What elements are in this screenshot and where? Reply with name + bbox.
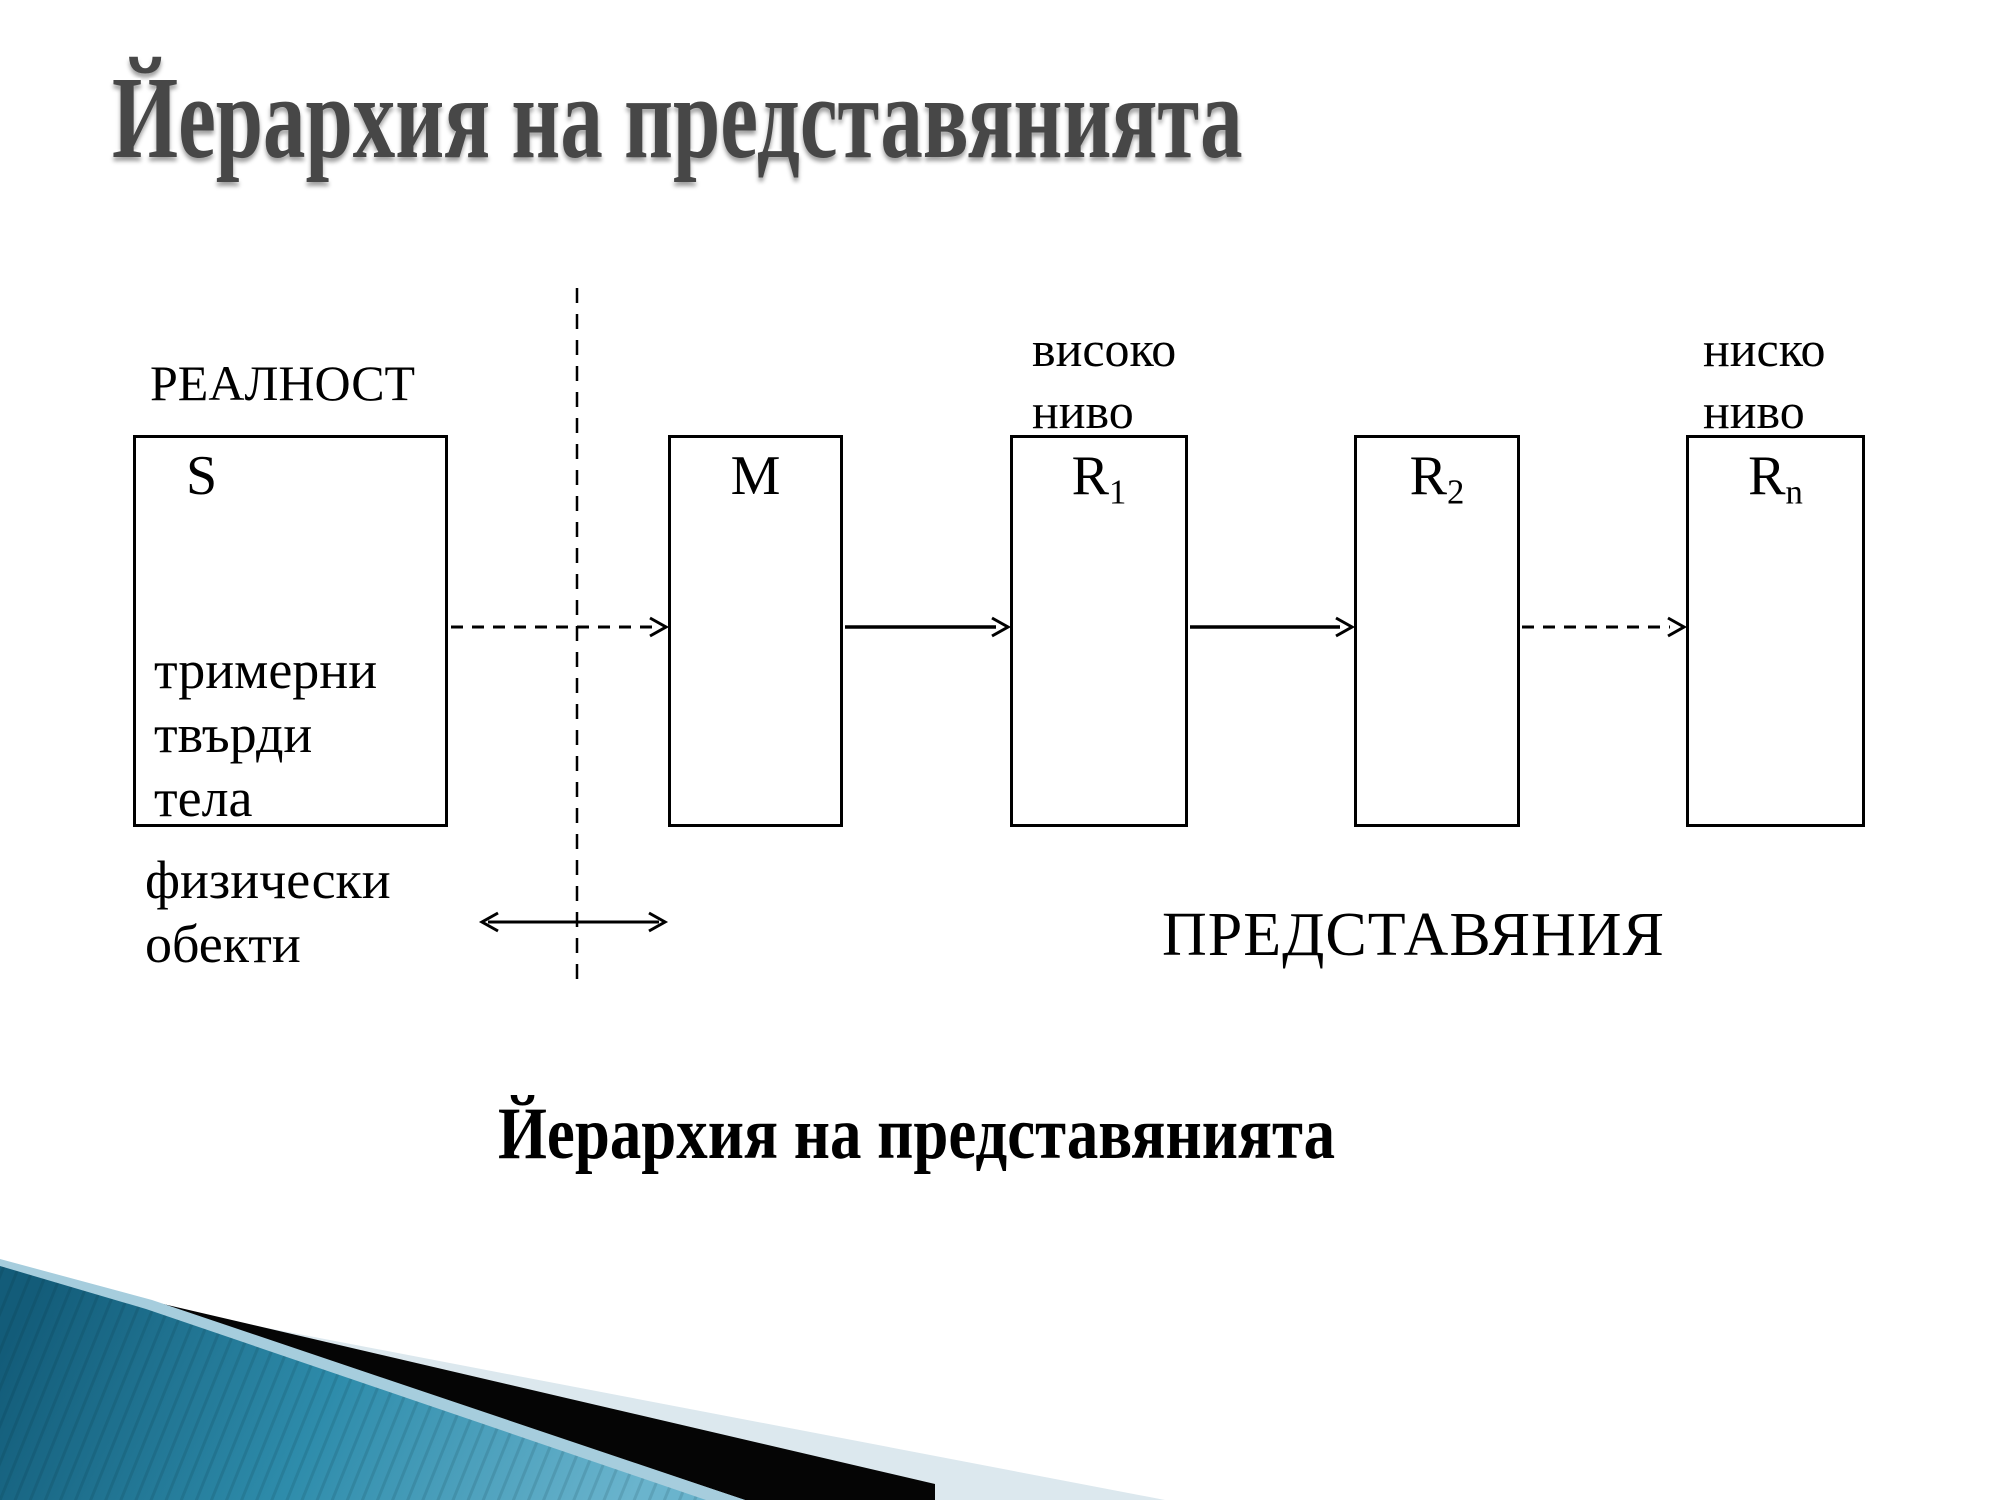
slide-title: Йерархия на представянията	[112, 52, 1243, 183]
arrow-m-to-r1	[845, 616, 1012, 638]
box-s-label: S	[186, 445, 218, 507]
arrow-r2-to-rn	[1522, 616, 1688, 638]
box-r1-letter: R	[1071, 445, 1109, 507]
high-level-label: високо ниво	[1032, 318, 1176, 442]
physical-objects-label: физически обекти	[145, 848, 391, 976]
low-level-line1: ниско	[1703, 321, 1826, 377]
box-r1-subscript: 1	[1109, 472, 1127, 512]
box-m: M	[668, 435, 843, 827]
arrowhead-icon	[1335, 616, 1356, 638]
representations-label: ПРЕДСТАВЯНИЯ	[1162, 901, 1665, 969]
arrow-r1-to-r2	[1190, 616, 1356, 638]
exchange-double-arrow	[478, 911, 669, 933]
corner-decoration	[0, 1259, 1165, 1500]
high-level-line1: високо	[1032, 321, 1177, 377]
box-s-body-line1: тримерни	[154, 640, 378, 700]
box-rn-letter: R	[1748, 445, 1786, 507]
figure-caption: Йерархия на представянията	[498, 1093, 1336, 1175]
box-r1: R1	[1010, 435, 1188, 827]
box-rn-label: Rn	[1689, 444, 1862, 513]
arrowhead-right-icon	[648, 911, 669, 933]
physical-objects-line2: обекти	[145, 914, 301, 974]
arrowhead-icon	[649, 616, 670, 638]
low-level-label: ниско ниво	[1703, 318, 1825, 442]
box-s-body: тримерни твърди тела	[154, 638, 377, 830]
box-s-body-line3: тела	[154, 768, 253, 828]
low-level-line2: ниво	[1703, 383, 1805, 439]
arrow-s-to-m	[451, 616, 670, 638]
box-r2-label: R2	[1357, 444, 1517, 513]
box-r1-label: R1	[1013, 444, 1185, 513]
arrowhead-left-icon	[478, 911, 499, 933]
arrowhead-icon	[991, 616, 1012, 638]
arrowhead-icon	[1667, 616, 1688, 638]
high-level-line2: ниво	[1032, 383, 1134, 439]
physical-objects-line1: физически	[145, 850, 391, 910]
box-r2: R2	[1354, 435, 1520, 827]
box-s-body-line2: твърди	[154, 704, 313, 764]
box-rn-subscript: n	[1785, 472, 1803, 512]
box-m-label: M	[730, 445, 781, 507]
box-r2-subscript: 2	[1447, 472, 1465, 512]
reality-label: РЕАЛНОСТ	[150, 355, 416, 411]
box-rn: Rn	[1686, 435, 1865, 827]
box-r2-letter: R	[1409, 445, 1447, 507]
decoration-teal-texture	[0, 1266, 706, 1500]
box-s: S тримерни твърди тела	[133, 435, 448, 830]
decoration-black-stripe	[146, 1300, 935, 1500]
